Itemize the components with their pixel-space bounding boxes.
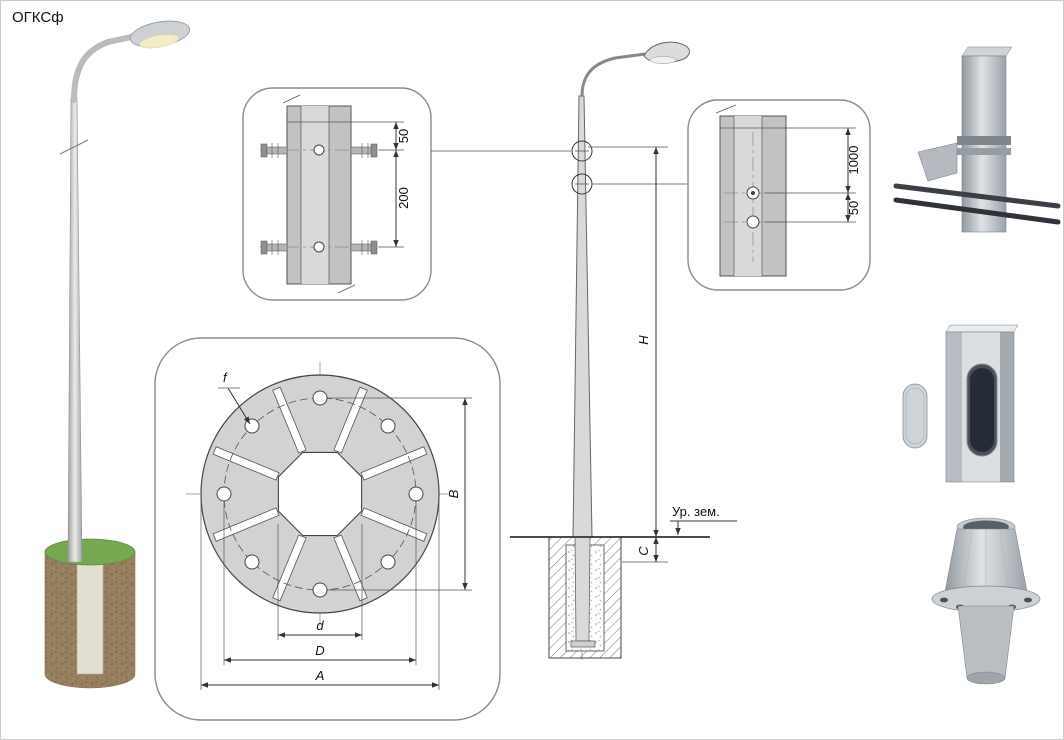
detail-top-view: 50 200 [242, 87, 432, 301]
bracket-arm-elevation [580, 52, 646, 97]
shoe-bottom [966, 671, 1006, 685]
dim-label-D: D [315, 643, 324, 658]
cross-arm-rod-1 [893, 183, 1061, 209]
pole-base-plate [570, 640, 596, 648]
access-door-render [902, 324, 1019, 483]
base-shoe-render [931, 517, 1041, 685]
lower-hole [746, 215, 760, 229]
cone-adapter [917, 142, 958, 182]
flange-detail-view: f B d D A [154, 337, 501, 721]
door-cover-plate [902, 383, 928, 449]
break-line [282, 94, 301, 104]
ground-level-label: Ур. зем. [672, 504, 720, 519]
flange-bolt-holes [216, 390, 424, 598]
page-title: ОГКСф [12, 9, 64, 26]
bracket-mount-render [893, 46, 1061, 233]
side-hole-detail-view: 1000 50 [687, 99, 871, 291]
dim-label-200: 200 [396, 187, 411, 209]
break-line [337, 284, 356, 294]
bracket-arm-3d [71, 33, 139, 103]
upper-hole-bolt [751, 191, 755, 195]
door-opening [970, 368, 994, 452]
bolt-row-2 [260, 240, 378, 255]
luminaire-lens [139, 34, 180, 49]
clamp-band-1 [957, 136, 1011, 145]
center-octagon-hole [277, 451, 363, 537]
dim-label-B: B [446, 489, 461, 498]
cross-arm-rod-2 [893, 197, 1061, 225]
dim-label-f: f [223, 370, 228, 385]
shoe-skirt [957, 605, 1015, 679]
pole-3d-render [44, 20, 191, 689]
callout-circle-upper [571, 140, 593, 162]
elevation-view: Ур. зем. H C [431, 41, 737, 662]
luminaire-3d [129, 20, 191, 49]
dim-label-1000: 1000 [846, 146, 861, 175]
luminaire-lens-elevation [649, 56, 677, 64]
dim-label-d: d [316, 618, 324, 633]
embedded-pole [574, 536, 591, 642]
bolt-row-1 [260, 143, 378, 158]
f-leader [227, 387, 251, 425]
pole-facet-highlight [301, 106, 329, 284]
dim-label-50: 50 [396, 129, 411, 143]
clamp-band-2 [957, 148, 1011, 155]
dim-label-50-side: 50 [846, 201, 861, 215]
callout-circle-lower [571, 173, 593, 195]
grass-top [44, 538, 136, 566]
flange-gusset-gaps [212, 386, 428, 602]
dim-label-H: H [636, 335, 651, 345]
dim-label-A: A [315, 668, 325, 683]
break-line [715, 104, 737, 114]
dim-label-C: C [636, 546, 651, 556]
pole-section-mark [59, 139, 89, 155]
foundation-slot [76, 557, 104, 675]
door-pole-section [945, 331, 1015, 483]
